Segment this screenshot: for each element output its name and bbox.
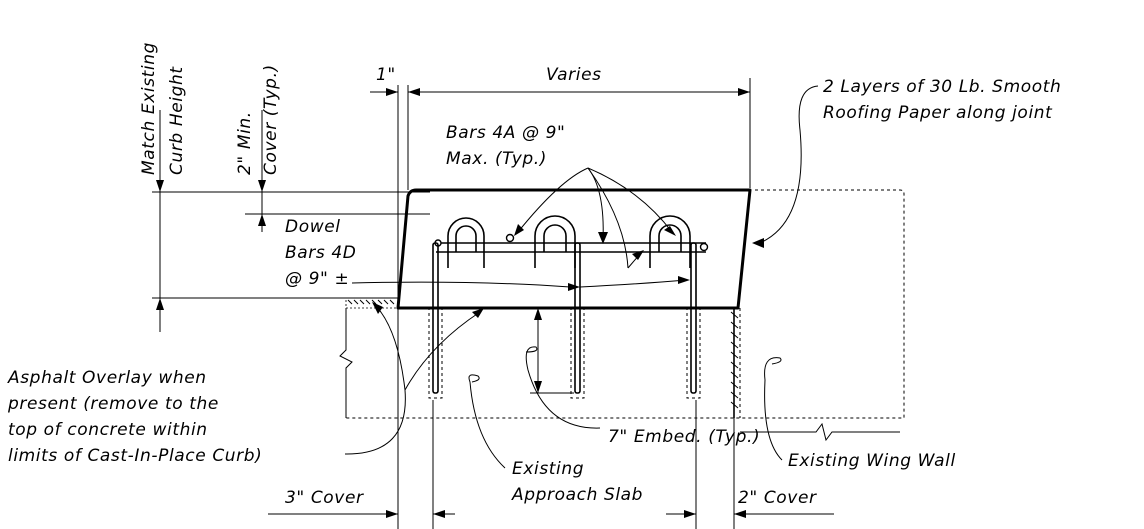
existing-approach-leader: [468, 374, 506, 469]
existing-wing-wall-leader: [740, 357, 900, 461]
dowel-leader: [351, 276, 690, 291]
slab-break-line: [339, 308, 353, 418]
bars-4a-label-1: Bars 4A @ 9": [446, 123, 565, 143]
embed-label: 7" Embed. (Typ.): [608, 427, 760, 447]
cover-typ-label: Cover (Typ.): [261, 64, 281, 175]
bars-4a: [434, 215, 709, 268]
existing-wing-wall-label: Existing Wing Wall: [788, 451, 956, 471]
cover-3in-dimension: [268, 400, 455, 529]
asphalt-label-2: present (remove to the: [7, 394, 219, 414]
roofing-paper-hatch: [730, 308, 739, 418]
existing-approach-label-1: Existing: [512, 459, 584, 479]
asphalt-overlay-hatch: [345, 297, 399, 309]
match-existing-label: Match Existing: [139, 42, 159, 175]
roofing-paper-label-1: 2 Layers of 30 Lb. Smooth: [823, 77, 1061, 97]
asphalt-leader: [344, 302, 484, 455]
asphalt-label-1: Asphalt Overlay when: [7, 368, 207, 388]
existing-approach-label-2: Approach Slab: [511, 485, 643, 505]
top-dimension-lines: [370, 78, 751, 529]
dowel-label-3: @ 9" ±: [285, 269, 349, 289]
dowel-label-2: Bars 4D: [285, 243, 356, 263]
one-inch-label: 1": [376, 65, 396, 85]
min-cover-dimension: [245, 110, 430, 232]
cover-2in-label: 2" Cover: [738, 488, 817, 508]
cast-in-place-curb: [396, 188, 752, 310]
asphalt-label-4: limits of Cast-In-Place Curb): [8, 446, 262, 466]
embed-dimension: [525, 308, 601, 429]
roofing-paper-leader: [761, 85, 819, 243]
cover-3in-label: 3" Cover: [285, 488, 364, 508]
asphalt-label-3: top of concrete within: [8, 420, 208, 440]
existing-wing-wall-outline: [346, 189, 905, 419]
bars-4a-leaders: [514, 167, 676, 269]
dowel-bars-4d: [428, 242, 701, 399]
bars-4a-label-2: Max. (Typ.): [446, 149, 547, 169]
roofing-paper-label-2: Roofing Paper along joint: [823, 103, 1053, 123]
dowel-label-1: Dowel: [285, 217, 341, 237]
curb-height-dimension: [152, 110, 430, 332]
min-cover-label: 2" Min.: [235, 111, 255, 175]
varies-label: Varies: [546, 65, 602, 85]
cover-2in-dimension: [666, 400, 834, 529]
curb-height-label: Curb Height: [167, 66, 187, 175]
